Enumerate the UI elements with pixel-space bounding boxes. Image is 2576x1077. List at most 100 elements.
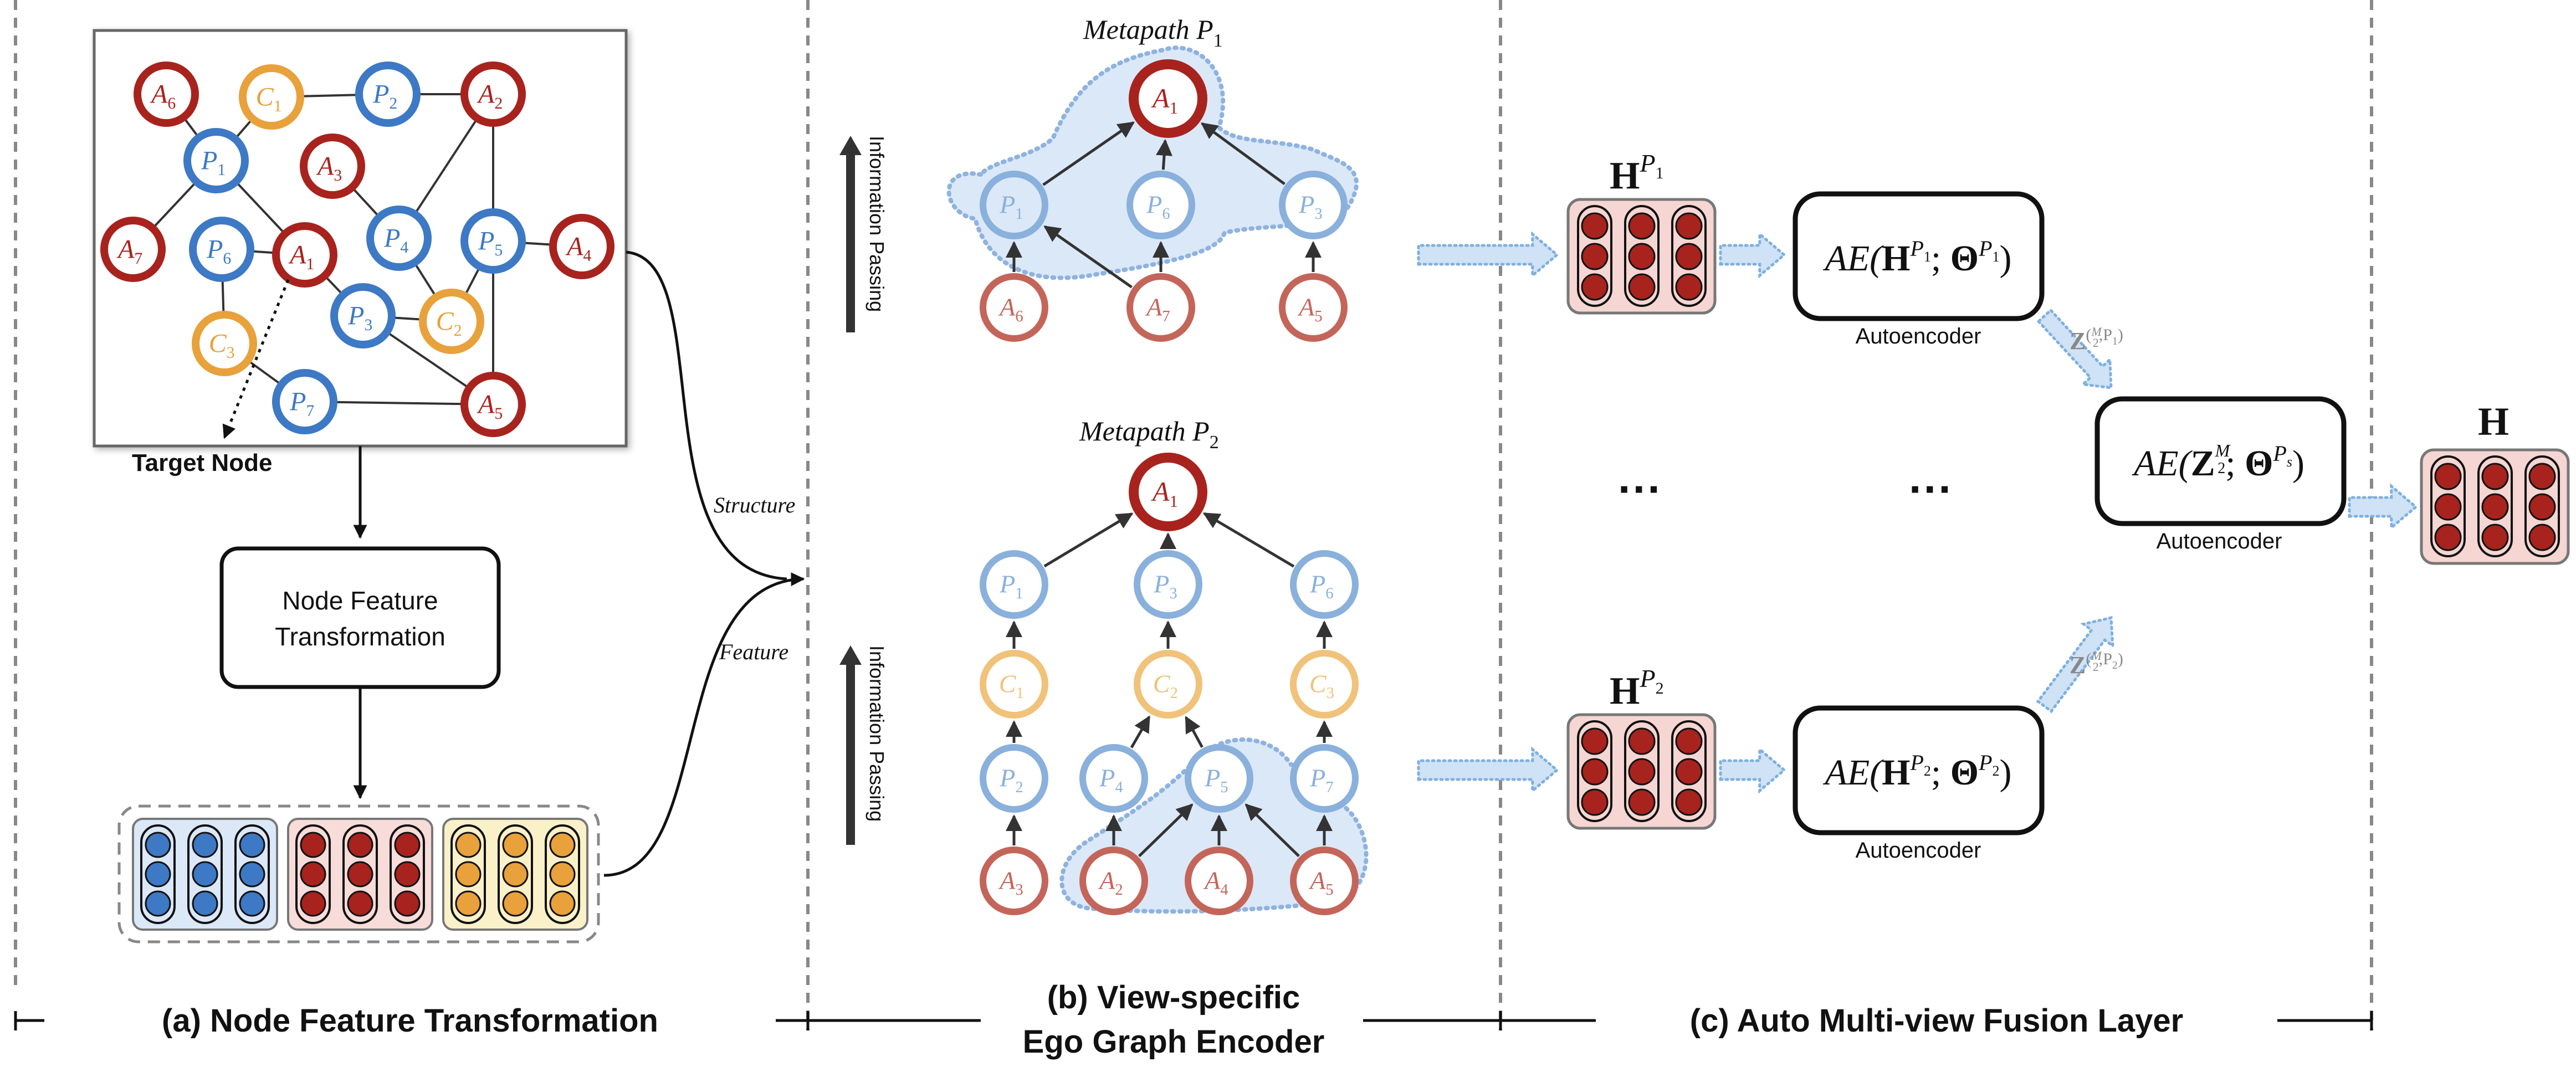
h-column xyxy=(2524,455,2560,557)
feature-cell xyxy=(394,861,421,888)
h-cell xyxy=(1581,727,1609,755)
node-label-base: C xyxy=(999,670,1017,698)
metapath2-title: Metapath P2 xyxy=(1079,416,1219,453)
node-label-base: P xyxy=(289,387,306,416)
feature-cell xyxy=(394,890,421,917)
metapath1-highlight xyxy=(946,45,1359,280)
node-label: C3 xyxy=(209,329,235,362)
node-circle xyxy=(1290,847,1359,915)
node-label: P5 xyxy=(1204,764,1228,796)
node-label-sub: 1 xyxy=(306,255,314,273)
node-circle xyxy=(1134,650,1202,719)
node-label-base: A xyxy=(150,79,168,109)
autoencoder-label-1: Autoencoder xyxy=(1856,324,1981,348)
node-A7: A7 xyxy=(100,217,166,282)
node-C1: C1 xyxy=(239,64,304,130)
node-circle xyxy=(1129,453,1207,531)
structure-label: Structure xyxy=(714,493,795,517)
h-cell xyxy=(2434,524,2462,551)
hp2-sup: P xyxy=(1639,664,1655,693)
node-label-base: C xyxy=(436,306,454,336)
h-cell xyxy=(2528,493,2556,521)
h-column xyxy=(1577,205,1612,307)
h-column xyxy=(1577,720,1612,822)
node-label: A7 xyxy=(116,234,142,268)
z2-z: Z xyxy=(2070,652,2086,679)
node-label: P3 xyxy=(1153,570,1177,602)
node-label-base: P xyxy=(478,226,494,255)
ae-box-1 xyxy=(1793,191,2045,321)
info-arrow-2-head xyxy=(839,645,862,665)
ae2-tsup: P xyxy=(1978,750,1992,775)
node-label-base: P xyxy=(1298,191,1314,219)
feature-cell xyxy=(192,890,218,917)
node-t1P3: P3 xyxy=(1279,171,1348,239)
node-label-sub: 3 xyxy=(364,316,372,334)
h-block-p2 xyxy=(1566,713,1717,830)
ae1-hsup-sub: 1 xyxy=(1924,249,1931,265)
target-pointer xyxy=(222,279,290,439)
metapath2-prefix: Metapath xyxy=(1079,416,1192,447)
node-circle xyxy=(239,64,304,130)
node-label: A2 xyxy=(477,79,503,112)
z2-2: 2 xyxy=(2093,660,2099,674)
node-P7: P7 xyxy=(272,369,337,434)
flow-arrow-tree2-to-h2 xyxy=(1417,746,1559,794)
tree-edge xyxy=(1043,512,1134,568)
ae2-h: H xyxy=(1882,752,1910,793)
node-t1A6: A6 xyxy=(980,273,1048,342)
node-label-base: A xyxy=(1151,476,1170,507)
node-label-base: P xyxy=(206,234,223,264)
info-passing-label-1: Information Passing xyxy=(866,136,888,312)
node-label-base: A xyxy=(1098,866,1115,895)
ae1-prefix: AE( xyxy=(1823,238,1884,279)
z2-close: ) xyxy=(2118,650,2123,668)
node-label: C1 xyxy=(256,82,282,115)
node-circle xyxy=(980,650,1048,719)
ellipsis-2: ··· xyxy=(1909,464,1953,514)
node-C3: C3 xyxy=(192,311,257,376)
node-circle xyxy=(980,273,1048,342)
target-node-label: Target Node xyxy=(132,449,272,476)
node-t1P6: P6 xyxy=(1126,171,1195,239)
node-label-sub: 4 xyxy=(1115,779,1123,796)
tree-edge xyxy=(1138,803,1194,858)
z2-sub: 2 xyxy=(2112,659,2118,671)
node-P5: P5 xyxy=(460,208,526,274)
info-arrow-1-head xyxy=(839,136,862,155)
node-label-sub: 7 xyxy=(134,249,142,268)
node-label-sub: 1 xyxy=(274,97,282,115)
node-t2A2: A2 xyxy=(1079,847,1148,915)
autoencoder-label-fuse: Autoencoder xyxy=(2157,529,2282,553)
node-label: A3 xyxy=(316,151,342,184)
caption-a: (a) Node Feature Transformation xyxy=(162,1003,658,1039)
h-cell xyxy=(1628,758,1656,786)
metapath1-prefix: Metapath xyxy=(1083,14,1196,45)
node-label: A4 xyxy=(565,232,591,265)
node-t2C2: C2 xyxy=(1134,650,1202,719)
node-A5: A5 xyxy=(460,372,526,437)
node-label-base: P xyxy=(999,191,1015,219)
node-label-sub: 1 xyxy=(1015,206,1023,223)
h-cell xyxy=(2481,524,2509,551)
node-label: C3 xyxy=(1309,670,1334,702)
ae2-suffix: ) xyxy=(2000,752,2012,793)
ae1-suffix: ) xyxy=(2000,238,2012,279)
node-label: P5 xyxy=(478,226,503,259)
node-label: A4 xyxy=(1203,866,1228,899)
node-t2A1: A1 xyxy=(1129,453,1207,531)
feature-cell xyxy=(192,861,218,888)
node-label-sub: 1 xyxy=(1170,491,1179,511)
feature-column xyxy=(140,824,176,924)
node-label: P6 xyxy=(206,234,231,268)
node-label-sub: 3 xyxy=(1169,585,1177,602)
aef-prefix: AE( xyxy=(2132,443,2193,484)
node-label-base: P xyxy=(1309,570,1325,598)
node-label: A5 xyxy=(477,389,503,423)
node-t2A4: A4 xyxy=(1185,847,1253,915)
ae1-hsup: P xyxy=(1909,236,1923,261)
tree-edge xyxy=(1043,225,1133,289)
node-label-base: A xyxy=(998,293,1016,321)
ae1-h: H xyxy=(1882,238,1910,279)
